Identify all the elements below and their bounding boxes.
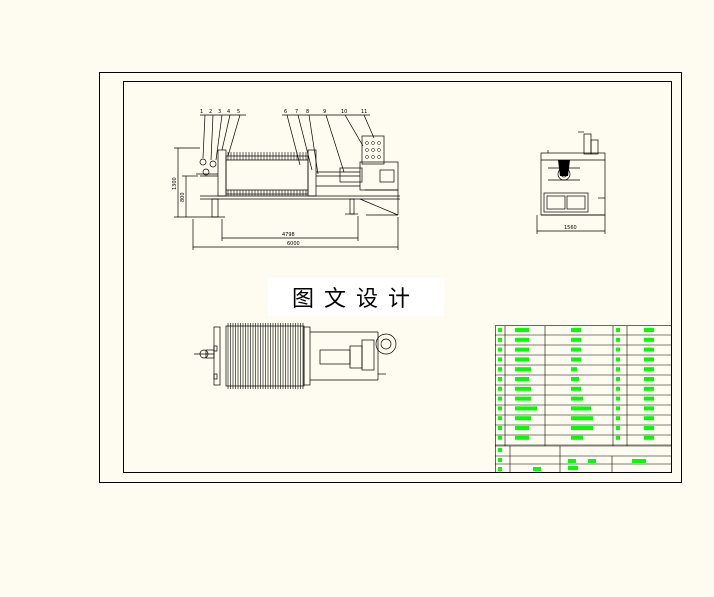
watermark-label: 图文设计 xyxy=(268,278,444,316)
front-plate-ticks xyxy=(227,152,307,196)
part-number: 11 xyxy=(361,109,367,115)
title-block-placeholders xyxy=(498,328,654,471)
part-number: 7 xyxy=(295,109,298,115)
dimension-plate-length: 4798 xyxy=(282,232,295,238)
outer-border xyxy=(99,72,682,483)
part-number: 2 xyxy=(209,109,212,115)
title-block xyxy=(495,325,672,473)
inner-border xyxy=(123,81,672,473)
side-view-fill xyxy=(558,160,570,176)
top-plate-ticks xyxy=(227,323,304,389)
dimension-height: 1300 xyxy=(172,177,178,190)
part-number: 5 xyxy=(237,109,240,115)
part-number: 8 xyxy=(306,109,309,115)
part-number-labels: 1 2 3 4 5 6 7 8 9 10 11 xyxy=(200,109,367,115)
part-number: 10 xyxy=(341,109,347,115)
side-view xyxy=(536,131,606,234)
part-number: 6 xyxy=(284,109,287,115)
top-view xyxy=(194,325,397,387)
part-number: 4 xyxy=(227,109,230,115)
front-view xyxy=(174,114,400,250)
part-number: 9 xyxy=(323,109,326,115)
dimension-side-width: 1560 xyxy=(564,225,577,231)
control-panel xyxy=(365,141,381,159)
dimension-axis-height: 800 xyxy=(180,192,186,202)
dimension-overall-length: 6000 xyxy=(287,241,300,247)
title-block-rows xyxy=(495,334,672,446)
part-number: 1 xyxy=(200,109,203,115)
part-number: 3 xyxy=(218,109,221,115)
